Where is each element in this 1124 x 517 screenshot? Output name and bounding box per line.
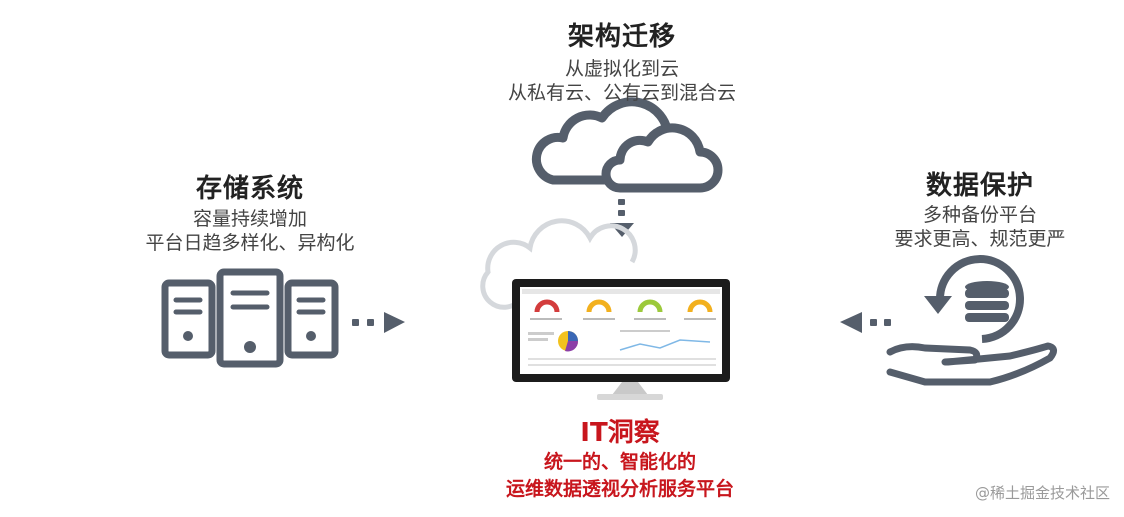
center-title: IT洞察	[580, 418, 660, 448]
arrow-left-icon	[840, 312, 891, 333]
server-details	[173, 290, 326, 315]
database-hand-icon	[886, 255, 1057, 386]
right-title: 数据保护	[925, 171, 1034, 201]
top-line-1: 从虚拟化到云	[564, 58, 679, 80]
cloud-icon	[531, 97, 723, 193]
monitor-icon	[512, 279, 730, 400]
right-line-1: 多种备份平台	[922, 204, 1037, 226]
watermark: @稀土掘金技术社区	[974, 484, 1110, 502]
top-title: 架构迁移	[567, 22, 676, 52]
top-line-2: 从私有云、公有云到混合云	[507, 82, 736, 104]
right-line-2: 要求更高、规范更严	[894, 228, 1066, 250]
center-line-2: 运维数据透视分析服务平台	[505, 478, 734, 500]
center-line-1: 统一的、智能化的	[543, 451, 696, 473]
dashboard-screen	[522, 289, 720, 366]
left-line-2: 平台日趋多样化、异构化	[145, 232, 355, 254]
arrow-right-icon	[352, 312, 405, 333]
server-dots	[183, 331, 316, 353]
left-line-1: 容量持续增加	[192, 208, 307, 230]
left-title: 存储系统	[195, 174, 304, 204]
